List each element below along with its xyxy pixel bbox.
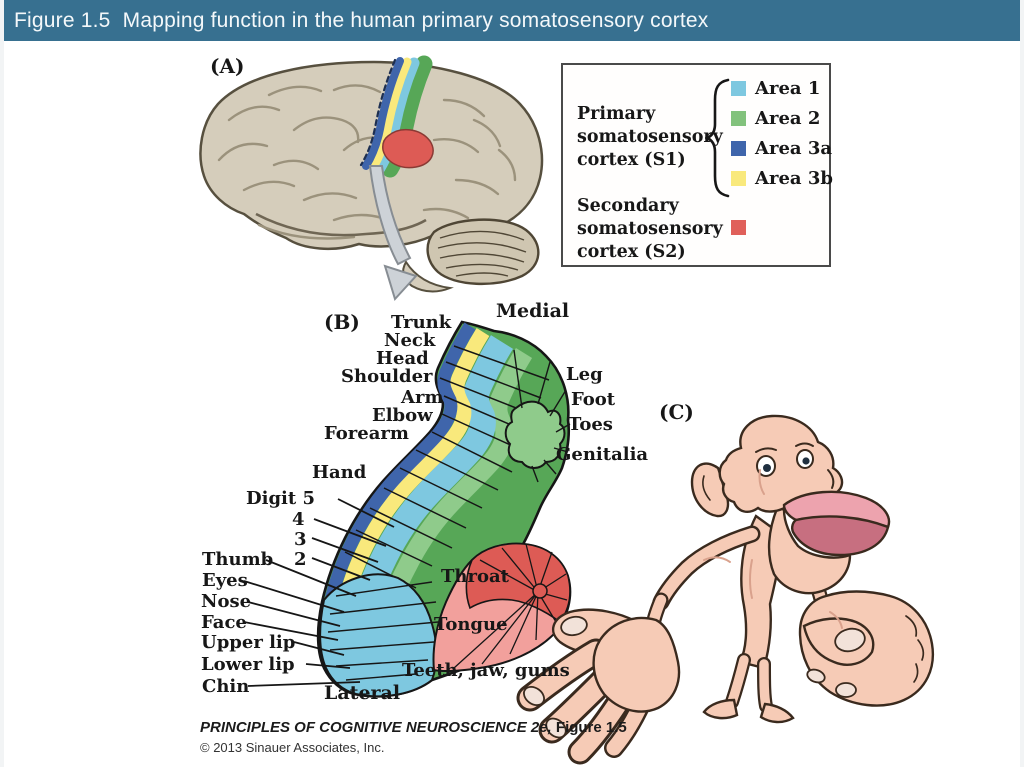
label-digit4: 4 xyxy=(292,509,305,530)
legend-swatch-area3a xyxy=(731,141,746,156)
label-head: Head xyxy=(376,348,429,369)
label-digit5: Digit 5 xyxy=(246,488,315,509)
legend-row-area3b: Area 3b xyxy=(731,168,833,189)
legend-secondary-label: Secondary somatosensory cortex (S2) xyxy=(577,196,723,263)
attribution-line: PRINCIPLES OF COGNITIVE NEUROSCIENCE 2e,… xyxy=(200,719,627,736)
label-throat: Throat xyxy=(441,566,509,587)
legend-row-area3a: Area 3a xyxy=(731,138,832,159)
legend-box: Primary somatosensory cortex (S1) Second… xyxy=(561,63,833,267)
label-lateral: Lateral xyxy=(324,682,401,704)
panel-b-label: (B) xyxy=(324,310,360,334)
legend-label-area3b: Area 3b xyxy=(755,168,833,189)
label-leg: Leg xyxy=(566,364,603,385)
legend-label-area2: Area 2 xyxy=(755,108,821,129)
brain-illustration xyxy=(199,55,544,301)
legend-swatch-area1 xyxy=(731,81,746,96)
slide-title-bar: Figure 1.5 Mapping function in the human… xyxy=(4,0,1020,41)
label-genitalia: Genitalia xyxy=(556,444,649,465)
somatosensory-slab xyxy=(243,320,572,698)
label-digit2: 2 xyxy=(294,549,307,570)
label-thumb: Thumb xyxy=(202,549,274,570)
gyri-texture xyxy=(217,84,517,240)
legend-label-area3a: Area 3a xyxy=(755,138,833,159)
label-teeth-jaw-gums: Teeth, jaw, gums xyxy=(402,660,570,681)
attribution-book-title: PRINCIPLES OF COGNITIVE NEUROSCIENCE 2e, xyxy=(200,719,552,736)
leader-lines xyxy=(243,498,395,687)
attribution-figure-ref: Figure 1.5 xyxy=(551,719,627,736)
figure-title: Figure 1.5 Mapping function in the human… xyxy=(14,8,709,32)
homunculus-figure xyxy=(516,414,935,765)
legend-row-area1: Area 1 xyxy=(731,78,820,99)
label-trunk: Trunk xyxy=(391,312,452,333)
legend-swatch-s2 xyxy=(731,220,746,235)
label-nose: Nose xyxy=(201,591,252,612)
label-hand: Hand xyxy=(312,462,367,483)
label-forearm: Forearm xyxy=(324,423,409,444)
label-upper-lip: Upper lip xyxy=(201,632,296,653)
label-arm: Arm xyxy=(401,387,444,408)
medial-endcap xyxy=(504,349,571,483)
legend-label-area1: Area 1 xyxy=(755,78,821,99)
legend-row-area2: Area 2 xyxy=(731,108,820,129)
label-neck: Neck xyxy=(384,330,436,351)
figure-artwork xyxy=(199,55,935,765)
cerebellum xyxy=(402,218,540,293)
label-eyes: Eyes xyxy=(202,570,248,591)
label-lower-lip: Lower lip xyxy=(201,654,295,675)
label-toes: Toes xyxy=(568,414,613,435)
label-chin: Chin xyxy=(202,676,250,697)
legend-primary-label: Primary somatosensory cortex (S1) xyxy=(577,104,723,171)
label-tongue: Tongue xyxy=(434,614,508,635)
label-medial: Medial xyxy=(496,300,570,322)
legend-swatch-area3b xyxy=(731,171,746,186)
legend-swatch-area2 xyxy=(731,111,746,126)
label-foot: Foot xyxy=(571,389,616,410)
label-shoulder: Shoulder xyxy=(341,366,433,387)
brace-icon xyxy=(705,78,730,198)
label-face: Face xyxy=(201,612,247,633)
label-digit3: 3 xyxy=(294,529,307,550)
brain-s2-patch xyxy=(382,129,434,169)
s2-region xyxy=(432,542,572,673)
panel-c-label: (C) xyxy=(659,400,694,424)
expand-arrow-icon xyxy=(368,165,418,301)
copyright-line: © 2013 Sinauer Associates, Inc. xyxy=(200,740,385,755)
face-region xyxy=(319,573,439,698)
panel-a-label: (A) xyxy=(210,54,245,78)
label-elbow: Elbow xyxy=(372,405,433,426)
